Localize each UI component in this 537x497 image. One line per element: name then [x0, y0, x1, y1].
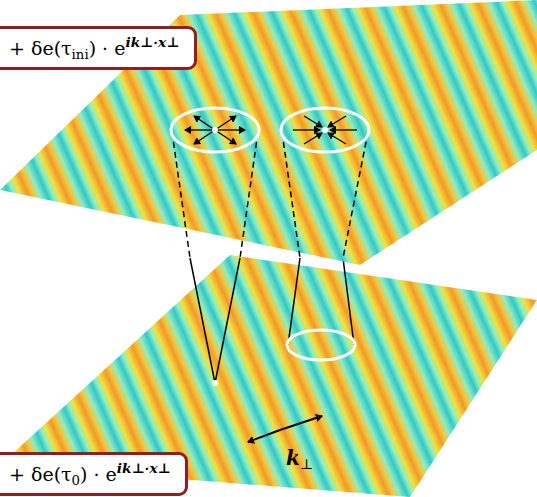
wavevector-label: k⊥	[286, 446, 313, 472]
formula-box: + δe(τini) · eik⊥·x⊥	[0, 26, 197, 70]
formula-box: + δe(τ0) · eik⊥·x⊥	[0, 452, 188, 496]
formula-text: + δe(τini) · eik⊥·x⊥	[9, 34, 182, 62]
formula-text: + δe(τ0) · eik⊥·x⊥	[9, 460, 173, 488]
